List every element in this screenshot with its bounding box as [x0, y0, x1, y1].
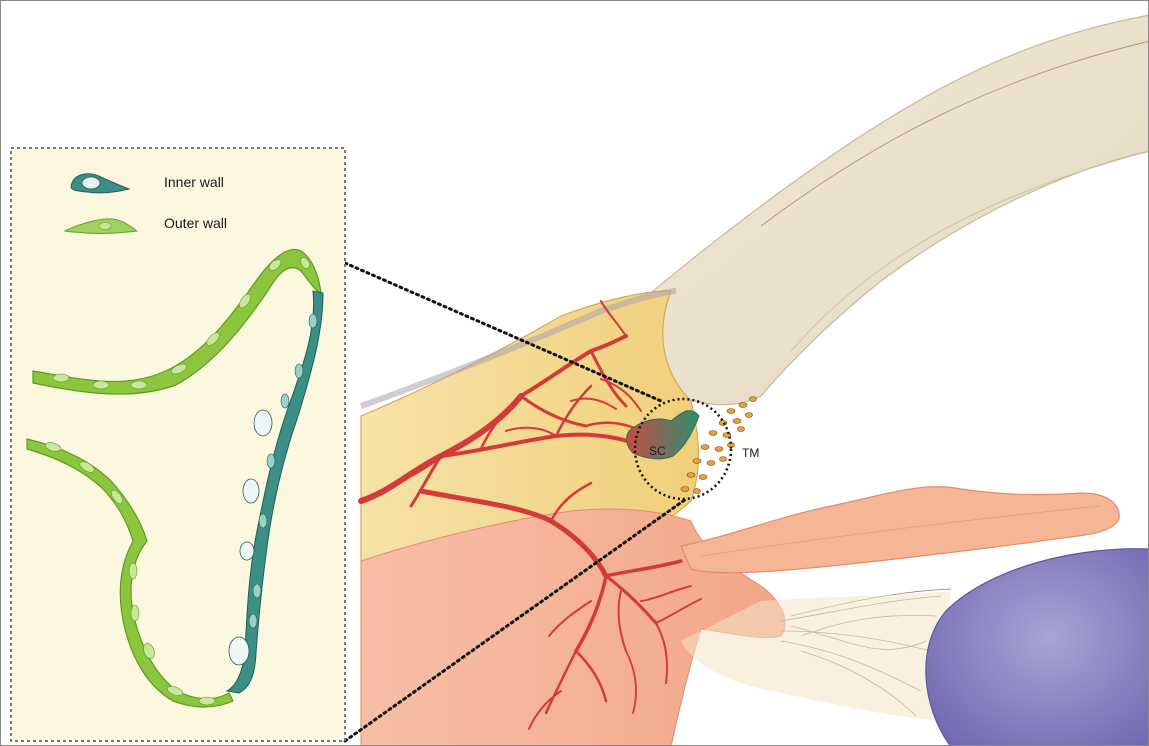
- inner-wall-label: Inner wall: [164, 174, 224, 190]
- cornea: [640, 15, 1149, 405]
- sc-label: SC: [649, 444, 666, 458]
- tm-label: TM: [742, 446, 759, 460]
- outer-wall-label: Outer wall: [164, 215, 227, 231]
- lens: [926, 549, 1149, 746]
- cross-section: SC TM: [345, 15, 1149, 746]
- inset-panel: Inner wall Outer wall: [11, 148, 345, 741]
